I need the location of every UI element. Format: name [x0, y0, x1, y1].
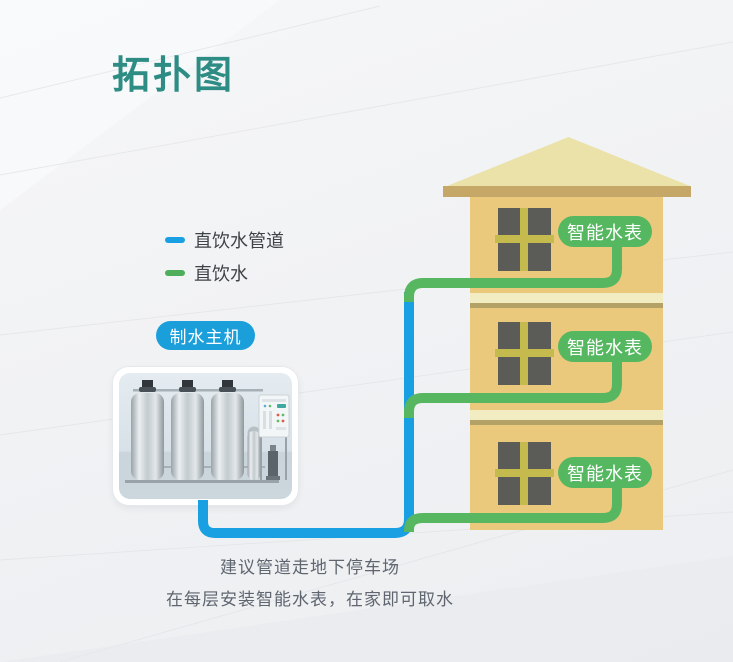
water-machine-photo: [119, 373, 292, 499]
legend: 直饮水管道 直饮水: [165, 228, 284, 294]
legend-item-pipeline: 直饮水管道: [165, 228, 284, 252]
blue-pipeline-path: [198, 292, 414, 538]
machine-base-frame: [125, 480, 279, 483]
window-frame-horizontal: [495, 469, 554, 477]
legend-item-water: 直饮水: [165, 261, 284, 285]
window-frame-horizontal: [495, 235, 554, 243]
page-title: 拓扑图: [112, 55, 236, 97]
window-floor-2: [495, 322, 554, 385]
legend-label: 直饮水管道: [194, 231, 284, 251]
control-panel: [258, 394, 290, 480]
pipeline-color-swatch: [165, 237, 185, 243]
smart-meter-label-floor-1: 智能水表: [558, 457, 652, 488]
window-floor-1: [495, 442, 554, 505]
caption-line-2: 在每层安装智能水表，在家即可取水: [166, 590, 454, 609]
water-branch-floor-1: [404, 482, 622, 532]
window-frame-horizontal: [495, 349, 554, 357]
caption: 建议管道走地下停车场 在每层安装智能水表，在家即可取水: [60, 552, 560, 616]
manifold-pipe: [133, 389, 263, 392]
water-branch-floor-2: [404, 356, 622, 418]
building-eave: [443, 186, 691, 197]
floor-divider: [470, 293, 663, 308]
smart-meter-label-floor-2: 智能水表: [558, 331, 652, 362]
green-water-paths: [404, 240, 622, 532]
floor-divider: [470, 410, 663, 425]
machine-label-pill: 制水主机: [156, 321, 255, 350]
steel-tanks: [131, 380, 244, 480]
legend-label: 直饮水: [194, 264, 248, 284]
smart-meter-label-floor-3: 智能水表: [558, 216, 652, 247]
window-floor-3: [495, 208, 554, 271]
caption-line-1: 建议管道走地下停车场: [220, 558, 400, 577]
pump: [266, 445, 280, 480]
water-color-swatch: [165, 270, 185, 276]
water-branch-floor-3: [404, 240, 622, 302]
machine-photo-frame: [113, 367, 298, 505]
filter-cylinder: [247, 426, 261, 480]
